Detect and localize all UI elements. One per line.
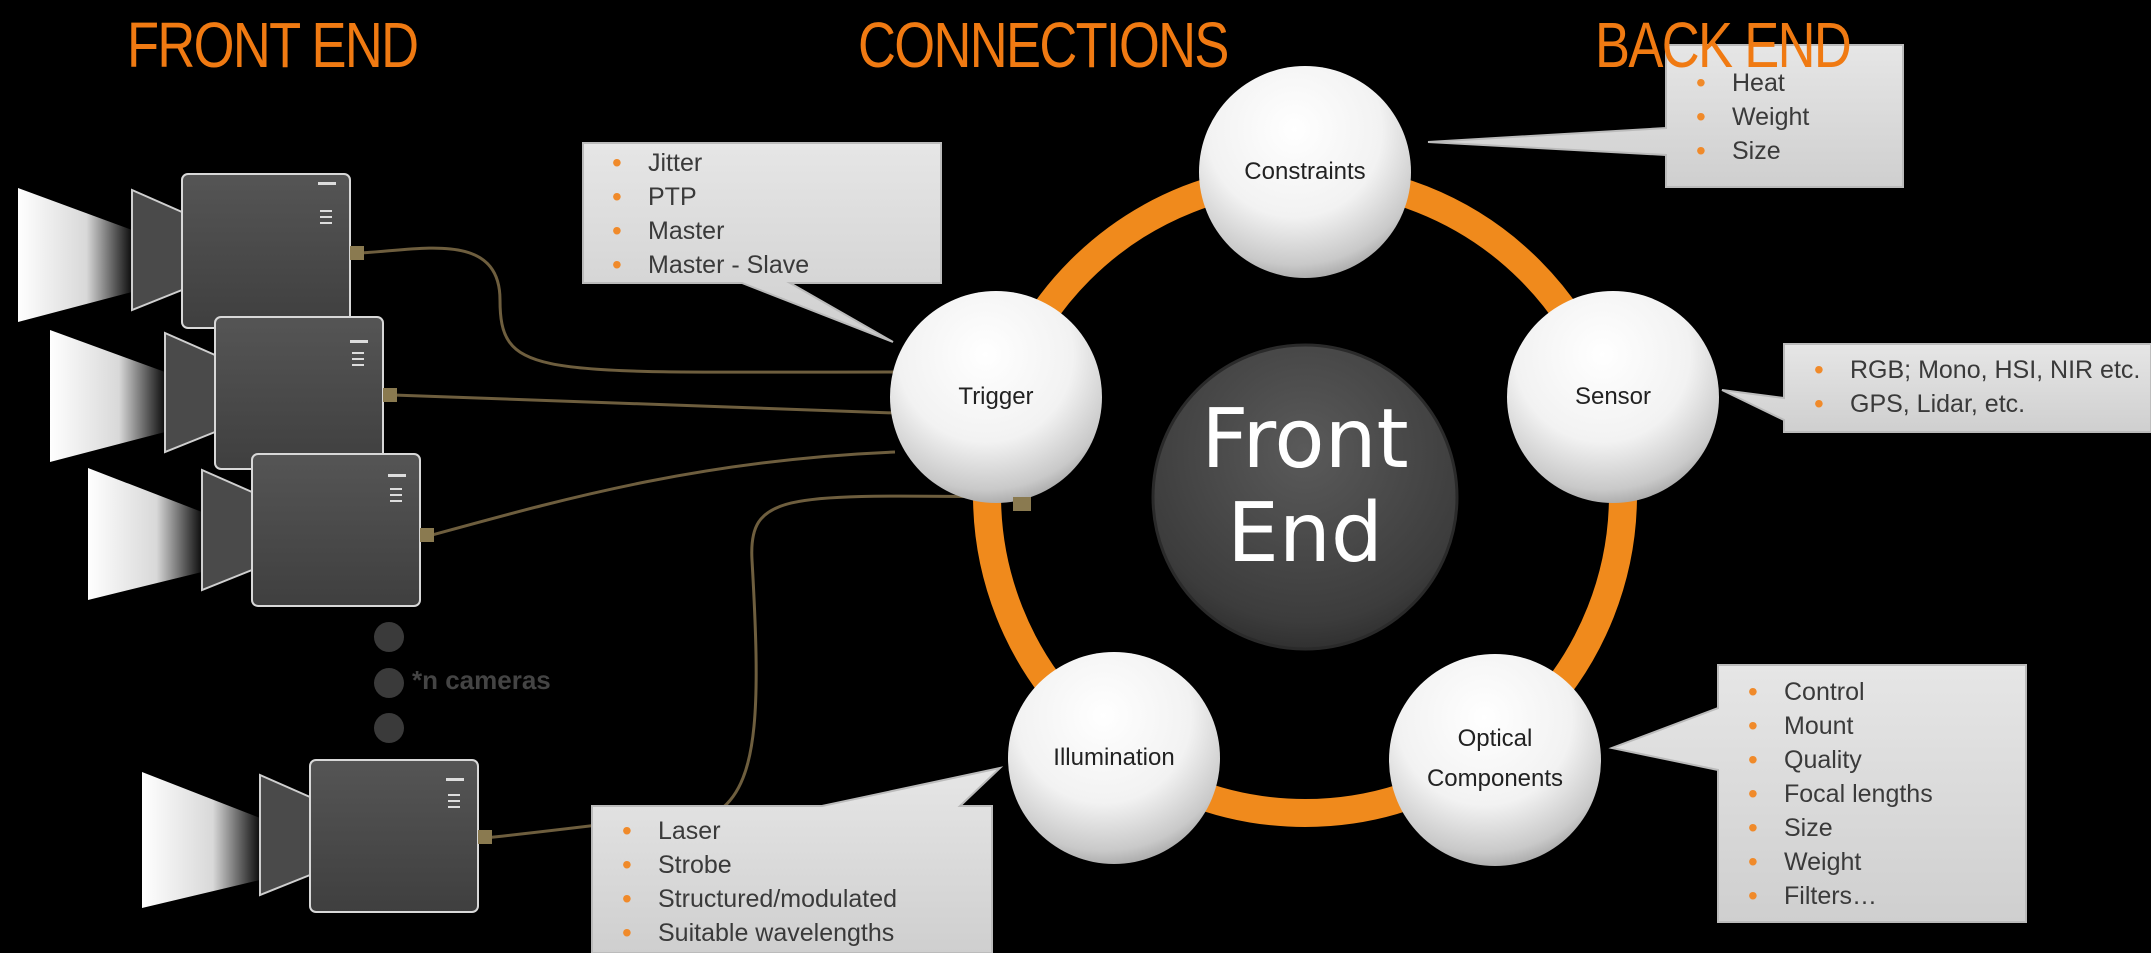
callout-trigger-item: Master - Slave — [598, 248, 809, 282]
callout-optical-item: Mount — [1734, 709, 1933, 743]
callout-illumination-item: Suitable wavelengths — [608, 916, 897, 950]
center-hub — [1151, 343, 1459, 651]
callout-optical-item: Quality — [1734, 743, 1933, 777]
callout-illumination-list: Laser Strobe Structured/modulated Suitab… — [608, 814, 897, 950]
node-trigger-label: Trigger — [958, 383, 1034, 410]
node-trigger-sphere — [890, 291, 1102, 503]
node-optical-label-line2: Components — [1426, 765, 1564, 792]
camera-3 — [88, 453, 434, 607]
callout-optical-item: Focal lengths — [1734, 777, 1933, 811]
callout-optical-list: Control Mount Quality Focal lengths Size… — [1734, 675, 1933, 913]
callout-illumination-item: Laser — [608, 814, 897, 848]
heading-connections: CONNECTIONS — [858, 9, 1229, 81]
center-title: Front End — [1152, 393, 1458, 581]
callout-trigger-item: PTP — [598, 180, 809, 214]
node-constraints-label: Constraints — [1244, 158, 1366, 185]
cameras-note: *n cameras — [412, 665, 551, 695]
callout-sensor-list: RGB; Mono, HSI, NIR etc. GPS, Lidar, etc… — [1800, 353, 2140, 421]
callout-trigger-list: Jitter PTP Master Master - Slave — [598, 146, 809, 282]
node-illumination-label: Illumination — [1053, 744, 1175, 771]
callout-optical-item: Control — [1734, 675, 1933, 709]
callout-sensor-item: RGB; Mono, HSI, NIR etc. — [1800, 353, 2140, 387]
node-illumination-sphere — [1008, 652, 1220, 864]
trigger-connector — [1013, 497, 1031, 511]
callout-constraints-list: Heat Weight Size — [1682, 66, 1809, 168]
camera-n — [142, 759, 492, 913]
callout-optical-item: Size — [1734, 811, 1933, 845]
callout-optical-item: Weight — [1734, 845, 1933, 879]
node-sensor-sphere — [1507, 291, 1719, 503]
callout-illumination-item: Strobe — [608, 848, 897, 882]
center-title-line2: End — [1227, 486, 1383, 581]
callout-constraints-item: Heat — [1682, 66, 1809, 100]
center-title-line1: Front — [1201, 392, 1409, 487]
callout-sensor-item: GPS, Lidar, etc. — [1800, 387, 2140, 421]
camera-1 — [18, 173, 364, 329]
callout-constraints-item: Size — [1682, 134, 1809, 168]
node-optical-sphere — [1389, 654, 1601, 866]
callout-illumination-item: Structured/modulated — [608, 882, 897, 916]
heading-front-end: FRONT END — [127, 9, 419, 81]
node-sensor-label: Sensor — [1574, 383, 1652, 410]
node-optical-label-line1: Optical — [1457, 725, 1533, 752]
callout-optical-item: Filters… — [1734, 879, 1933, 913]
callout-trigger-item: Master — [598, 214, 809, 248]
more-cameras-dots — [374, 622, 404, 743]
callout-constraints-item: Weight — [1682, 100, 1809, 134]
node-optical-label: Optical Components — [1390, 718, 1600, 800]
callout-trigger-item: Jitter — [598, 146, 809, 180]
node-constraints-sphere — [1199, 66, 1411, 278]
camera-2 — [50, 316, 397, 470]
